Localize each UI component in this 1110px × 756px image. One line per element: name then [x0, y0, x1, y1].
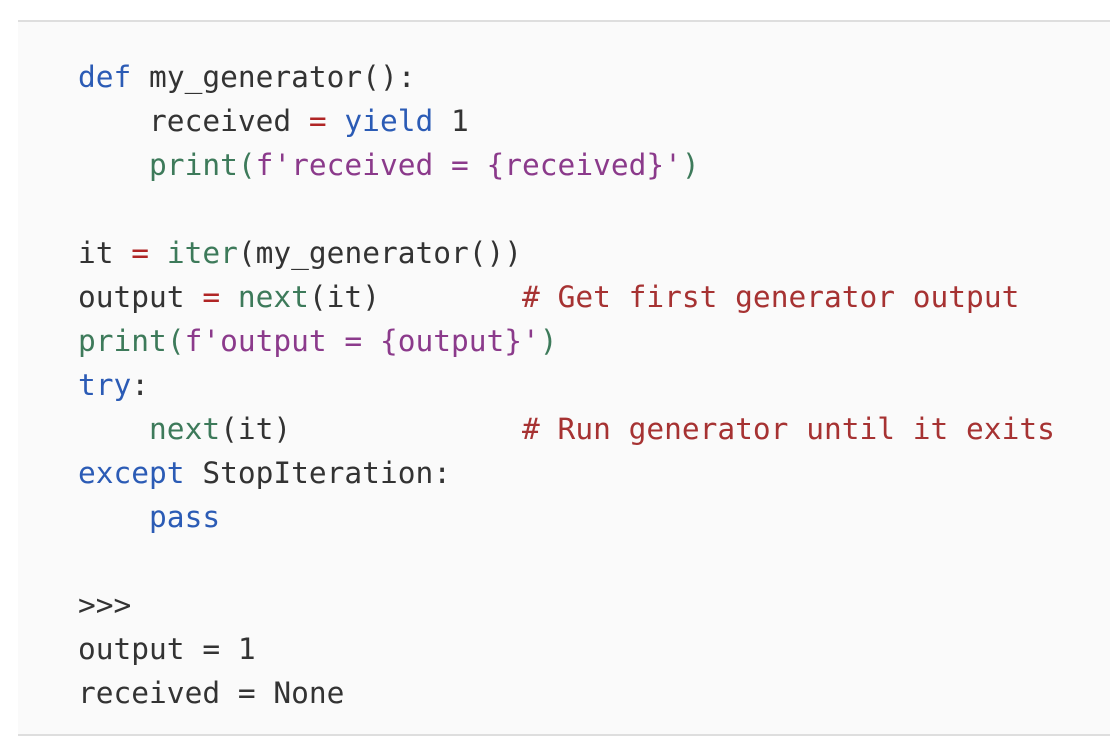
code-token-number: 1 — [451, 104, 469, 138]
code-token-string: f'received = {received}' — [255, 148, 682, 182]
code-token-operator: = — [202, 280, 221, 314]
code-token-default — [220, 280, 238, 314]
code-token-keyword: yield — [344, 104, 434, 138]
code-line: received = None — [78, 671, 1055, 715]
code-token-default — [78, 500, 149, 534]
code-token-builtin: iter — [166, 236, 238, 270]
code-line: >>> — [78, 583, 1055, 627]
code-token-default: (my_generator()) — [237, 236, 523, 270]
code-line: print(f'output = {output}') — [78, 319, 1055, 363]
code-token-comment: # Run generator until it exits — [522, 412, 1055, 446]
code-token-default: (it) — [220, 412, 523, 446]
code-line: it = iter(my_generator()) — [78, 231, 1055, 275]
code-token-default — [78, 148, 149, 182]
code-token-builtin: ( — [166, 324, 185, 358]
code-block: def my_generator(): received = yield 1 p… — [18, 20, 1110, 736]
code-token-builtin: ) — [539, 324, 558, 358]
code-token-default — [327, 104, 345, 138]
code-line: next(it) # Run generator until it exits — [78, 407, 1055, 451]
code-token-default: StopIteration: — [184, 456, 451, 490]
code-token-builtin: next — [149, 412, 221, 446]
code-token-default: received = None — [78, 676, 345, 710]
code-token-default — [78, 412, 149, 446]
code-token-default: (it) — [308, 280, 523, 314]
code-token-keyword: def — [78, 60, 132, 94]
code-token-builtin: ( — [237, 148, 256, 182]
code-token-default: >>> — [78, 588, 132, 622]
code-line: try: — [78, 363, 1055, 407]
code-token-string: f'output = {output}' — [184, 324, 540, 358]
code-line: output = next(it) # Get first generator … — [78, 275, 1055, 319]
code-token-comment: # Get first generator output — [522, 280, 1020, 314]
code-token-default — [433, 104, 451, 138]
code-token-default: it — [78, 236, 132, 270]
code-line: output = 1 — [78, 627, 1055, 671]
code-line: print(f'received = {received}') — [78, 143, 1055, 187]
code-line: def my_generator(): — [78, 55, 1055, 99]
code-token-keyword: except — [78, 456, 185, 490]
code-token-operator: = — [131, 236, 150, 270]
code-token-builtin: print — [149, 148, 238, 182]
code-token-default: : — [131, 368, 150, 402]
code-token-default: my_generator(): — [131, 60, 416, 94]
code-line: except StopIteration: — [78, 451, 1055, 495]
code-token-builtin: print — [78, 324, 167, 358]
code-token-default — [149, 236, 167, 270]
code-listing[interactable]: def my_generator(): received = yield 1 p… — [78, 55, 1055, 715]
code-line: received = yield 1 — [78, 99, 1055, 143]
code-token-builtin: ) — [681, 148, 700, 182]
code-token-keyword: pass — [149, 500, 221, 534]
code-token-keyword: try — [78, 368, 132, 402]
code-token-default: output = 1 — [78, 632, 256, 666]
code-token-builtin: next — [237, 280, 309, 314]
code-token-operator: = — [308, 104, 327, 138]
code-token-default: received — [78, 104, 309, 138]
code-line: ​ — [78, 539, 1055, 583]
code-line: ​ — [78, 187, 1055, 231]
code-token-default: output — [78, 280, 203, 314]
code-line: pass — [78, 495, 1055, 539]
